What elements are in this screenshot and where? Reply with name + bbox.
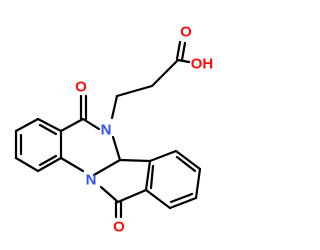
upper-carbonyl-oxygen-label: O (75, 79, 87, 96)
isoindolinone-ring (99, 158, 152, 204)
amide-nitrogen-label: N (101, 122, 112, 139)
quinazolinone-ring (59, 117, 122, 177)
ring-nitrogen-label: N (86, 172, 97, 189)
lower-carbonyl-oxygen-label: O (113, 219, 125, 236)
propanoic-acid-chain (110, 40, 191, 120)
acid-carbonyl-oxygen-label: O (180, 24, 192, 41)
hydroxyl-label: OH (191, 56, 214, 73)
lower-carbonyl (114, 200, 123, 219)
right-benzene-ring (144, 149, 202, 210)
left-benzene-ring (14, 117, 63, 173)
chemical-structure: OH O O O N N (14, 24, 214, 236)
upper-carbonyl (79, 94, 88, 121)
